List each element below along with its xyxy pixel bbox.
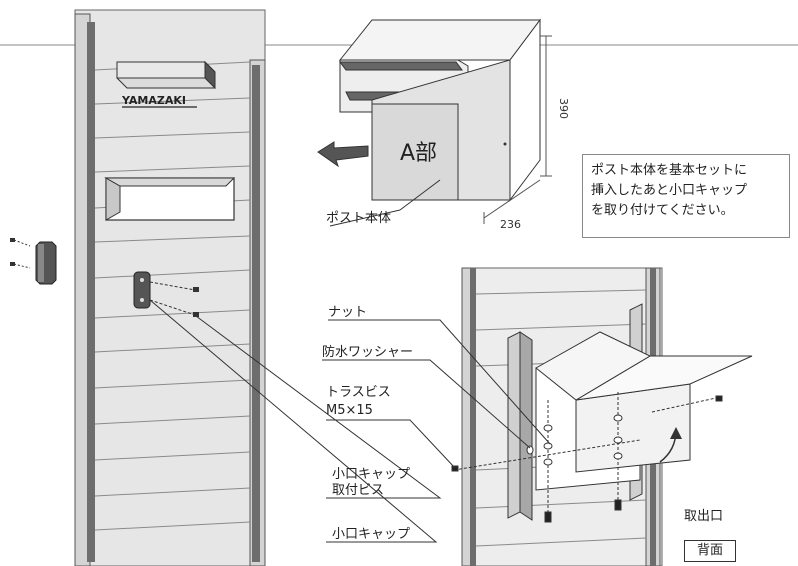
label-nut: ナット — [328, 305, 367, 320]
instruction-note: ポスト本体を基本セットに 挿入したあと小口キャップ を取り付けてください。 — [582, 154, 790, 238]
label-washer: 防水ワッシャー — [322, 344, 413, 360]
label-outlet: 取出口 — [684, 509, 723, 524]
cap-on-gate — [133, 271, 151, 309]
note-line-3: を取り付けてください。 — [591, 203, 734, 218]
box-label: A部 — [400, 141, 437, 166]
label-cap-screw-1: 小口キャップ — [332, 467, 410, 482]
back-view-label: 背面 — [684, 540, 736, 562]
post-body: A部 390 236 — [317, 18, 570, 231]
leader-lines — [149, 299, 551, 543]
loose-cap — [10, 238, 57, 285]
note-line-1: ポスト本体を基本セットに — [591, 163, 748, 178]
dim-height: 390 — [557, 98, 570, 119]
dim-width: 236 — [500, 218, 521, 231]
label-screw-size: M5×15 — [326, 403, 373, 418]
label-cap: 小口キャップ — [332, 527, 410, 542]
label-cap-screw-2: 取付ビス — [332, 483, 384, 498]
note-line-2: 挿入したあと小口キャップ — [591, 183, 748, 198]
brand-plate: YAMAZAKI — [121, 94, 186, 107]
gate-panel: YAMAZAKI — [74, 9, 266, 566]
post-body-label: ポスト本体 — [326, 211, 391, 226]
label-screw-name: トラスビス — [326, 385, 391, 400]
